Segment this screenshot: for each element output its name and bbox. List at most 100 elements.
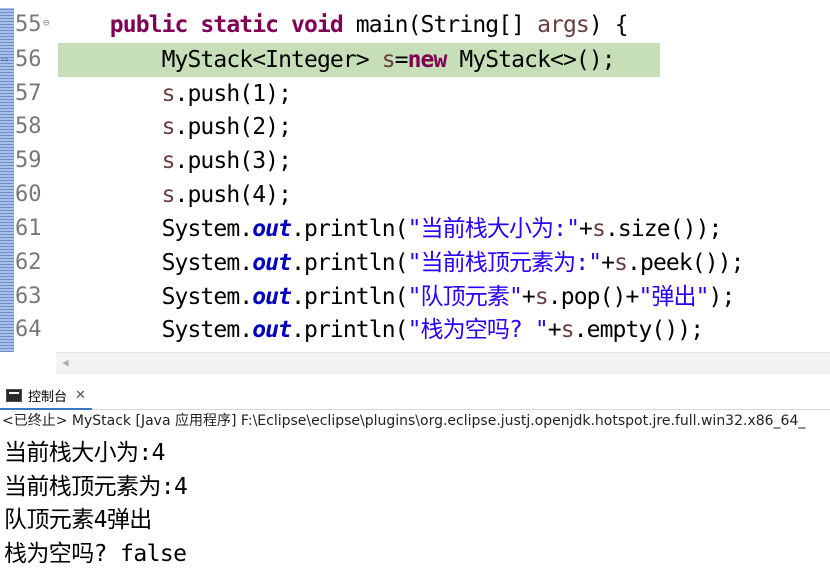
code-token: s — [614, 250, 628, 276]
code-token: s — [592, 216, 606, 242]
line-number: 57 — [15, 81, 42, 106]
code-token: System. — [161, 250, 254, 276]
code-text: System.out.println("当前栈顶元素为:"+s.peek()); — [58, 246, 745, 280]
code-indent — [58, 47, 162, 73]
line-number: 58 — [15, 114, 42, 139]
code-token: .empty()); — [573, 317, 704, 343]
code-token: "当前栈顶元素为:" — [407, 250, 602, 276]
fold-collapse-icon[interactable]: ⊖ — [43, 16, 50, 29]
code-line[interactable]: 63 System.out.println("队顶元素"+s.pop()+"弹出… — [0, 280, 830, 314]
code-token: System. — [161, 317, 254, 343]
code-token: s — [534, 284, 549, 310]
code-token: + — [521, 284, 536, 310]
tab-console-label: 控制台 — [28, 390, 68, 405]
panel-gap — [0, 374, 830, 382]
code-line[interactable]: 60 s.push(4); — [0, 178, 830, 212]
code-token: System. — [161, 216, 254, 242]
code-token: out — [252, 250, 292, 276]
code-line[interactable]: 64 System.out.println("栈为空吗? "+s.empty()… — [0, 313, 830, 347]
code-token: args — [537, 12, 590, 38]
code-token: "队顶元素" — [407, 284, 523, 310]
code-token: .push(2); — [174, 114, 292, 140]
code-token: main(String[] — [342, 12, 538, 38]
console-tab-bar: 控制台 ✕ — [0, 383, 830, 410]
code-token: System. — [161, 284, 254, 310]
code-line[interactable]: ⇨ 56 MyStack<Integer> s=new MyStack<>(); — [0, 43, 830, 77]
code-token: + — [547, 317, 562, 343]
code-indent — [58, 12, 110, 38]
code-token: "栈为空吗? " — [407, 317, 549, 343]
code-indent — [58, 216, 162, 242]
code-token: "弹出" — [638, 284, 709, 310]
code-token: public static void — [109, 12, 344, 38]
line-number: 61 — [15, 216, 42, 241]
code-line[interactable]: 55⊖ public static void main(String[] arg… — [0, 8, 830, 42]
code-indent — [58, 114, 162, 140]
code-line[interactable]: 58 s.push(2); — [0, 110, 830, 144]
line-number: 59 — [15, 148, 42, 173]
code-token: s — [161, 182, 176, 208]
code-token: out — [252, 216, 292, 242]
code-token: .push(1); — [174, 81, 292, 107]
tab-console[interactable]: 控制台 ✕ — [0, 383, 92, 410]
line-number: 60 — [15, 182, 42, 207]
line-number: 56 — [15, 47, 42, 72]
code-token: + — [579, 216, 593, 242]
code-indent — [58, 182, 162, 208]
code-token: .peek()); — [627, 250, 744, 276]
code-indent — [58, 81, 162, 107]
code-token: s — [381, 47, 396, 73]
console-icon — [6, 389, 22, 402]
code-token: ) { — [588, 12, 629, 38]
code-token: .println( — [291, 216, 408, 242]
code-token: MyStack<Integer> — [161, 47, 382, 73]
code-token: ); — [708, 284, 736, 310]
close-icon[interactable]: ✕ — [75, 388, 86, 403]
code-token: MyStack<>(); — [446, 47, 615, 73]
code-text: public static void main(String[] args) { — [58, 8, 629, 42]
code-line[interactable]: 62 System.out.println("当前栈顶元素为:"+s.peek(… — [0, 246, 830, 280]
line-number: 63 — [15, 284, 42, 309]
code-token: .size()); — [604, 216, 722, 242]
code-text: s.push(2); — [58, 110, 292, 144]
code-line[interactable]: 61 System.out.println("当前栈大小为:"+s.size()… — [0, 212, 830, 246]
editor-horizontal-scrollbar[interactable]: ◀ — [56, 352, 830, 374]
code-token: .push(4); — [174, 182, 292, 208]
line-number: 55 — [15, 12, 42, 37]
code-text: s.push(4); — [58, 178, 292, 212]
code-token: = — [394, 47, 409, 73]
code-token: s — [560, 317, 575, 343]
code-line[interactable]: 59 s.push(3); — [0, 144, 830, 178]
code-token: .println( — [291, 284, 408, 310]
console-status-line: <已终止> MyStack [Java 应用程序] F:\Eclipse\ecl… — [2, 413, 806, 429]
console-output-line: 当前栈顶元素为:4 — [4, 474, 188, 500]
code-token: .pop()+ — [547, 284, 640, 310]
code-editor[interactable]: 55⊖ public static void main(String[] arg… — [0, 0, 830, 352]
overview-ruler — [0, 0, 14, 352]
line-number: 64 — [15, 317, 42, 342]
console-output-line: 栈为空吗? false — [4, 541, 187, 567]
console-output-line: 队顶元素4弹出 — [4, 507, 152, 533]
console-output-line: 当前栈大小为:4 — [4, 440, 166, 466]
current-line-highlight — [58, 43, 660, 77]
code-token: s — [161, 114, 176, 140]
current-instruction-arrow-icon: ⇨ — [1, 52, 9, 66]
code-token: out — [252, 317, 292, 343]
code-indent — [58, 284, 162, 310]
code-text: System.out.println("栈为空吗? "+s.empty()); — [58, 313, 705, 347]
code-token: new — [407, 47, 448, 73]
code-line[interactable]: 57 s.push(1); — [0, 77, 830, 111]
code-token: s — [161, 148, 176, 174]
code-token: .push(3); — [174, 148, 292, 174]
code-text: s.push(1); — [58, 77, 292, 111]
code-indent — [58, 250, 162, 276]
code-text: System.out.println("队顶元素"+s.pop()+"弹出"); — [58, 280, 736, 314]
code-token: .println( — [291, 317, 408, 343]
code-text: s.push(3); — [58, 144, 292, 178]
code-token: s — [161, 81, 176, 107]
code-token: + — [601, 250, 615, 276]
code-token: .println( — [291, 250, 408, 276]
code-indent — [58, 317, 162, 343]
editor-top-edge — [0, 0, 830, 8]
scroll-left-arrow-icon[interactable]: ◀ — [62, 356, 69, 369]
